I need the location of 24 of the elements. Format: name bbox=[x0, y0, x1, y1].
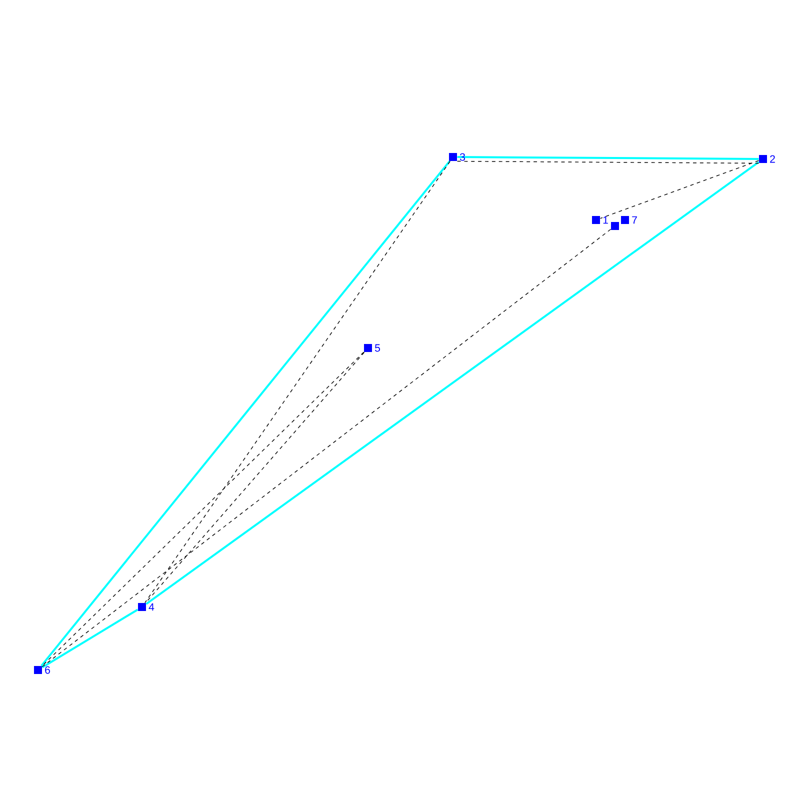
dashed-line bbox=[144, 160, 450, 604]
point-marker bbox=[364, 344, 372, 352]
dashed-line bbox=[42, 352, 364, 666]
point-label: 4 bbox=[148, 603, 154, 611]
dashed-line bbox=[42, 228, 612, 668]
point-label: 6 bbox=[45, 666, 50, 674]
point-marker bbox=[592, 216, 600, 224]
point-label: 5 bbox=[374, 344, 380, 352]
point-marker bbox=[759, 155, 767, 163]
point-label: 1 bbox=[603, 216, 608, 224]
line bbox=[146, 161, 760, 605]
dashed-line bbox=[600, 160, 760, 219]
line bbox=[457, 156, 759, 160]
point-marker bbox=[611, 222, 619, 230]
point-label: 2 bbox=[770, 155, 775, 163]
point-marker bbox=[34, 666, 42, 674]
point-marker bbox=[138, 603, 146, 611]
point-marker bbox=[621, 216, 629, 224]
point-marker bbox=[449, 153, 457, 161]
dashed-line bbox=[145, 352, 365, 604]
point-label: 7 bbox=[632, 216, 637, 224]
dashed-line bbox=[456, 160, 760, 164]
line bbox=[40, 160, 450, 666]
line bbox=[42, 608, 138, 668]
